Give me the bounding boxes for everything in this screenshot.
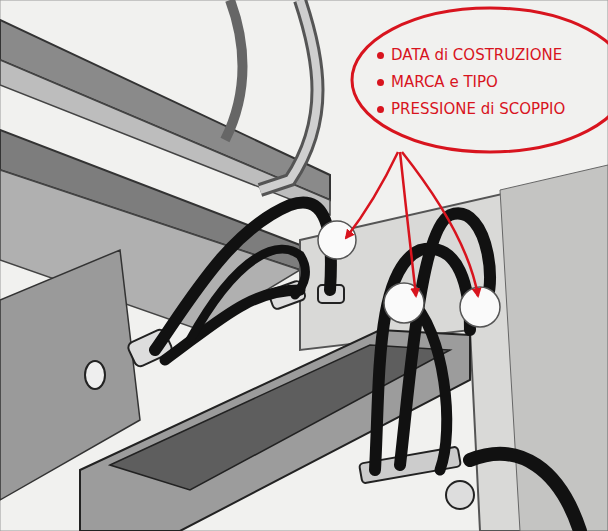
bullet-dot — [377, 106, 384, 113]
callout-ellipse: DATA di COSTRUZIONE MARCA e TIPO PRESSIONE… — [348, 6, 604, 154]
callout-text: MARCA e TIPO — [375, 73, 565, 91]
callout-text: PRESSIONE di SCOPPIO — [391, 100, 565, 118]
callout-text: DATA di COSTRUZIONE — [375, 46, 565, 64]
bullet-dot — [377, 52, 384, 59]
callout-text: DATA di COSTRUZIONE — [391, 46, 562, 64]
callout-text-group: DATA di COSTRUZIONE MARCA e TIPO PRESSIONE… — [375, 46, 565, 127]
callout-text: PRESSIONE di SCOPPIO — [375, 100, 565, 118]
bullet-dot — [377, 79, 384, 86]
callout-text: MARCA e TIPO — [391, 73, 498, 91]
